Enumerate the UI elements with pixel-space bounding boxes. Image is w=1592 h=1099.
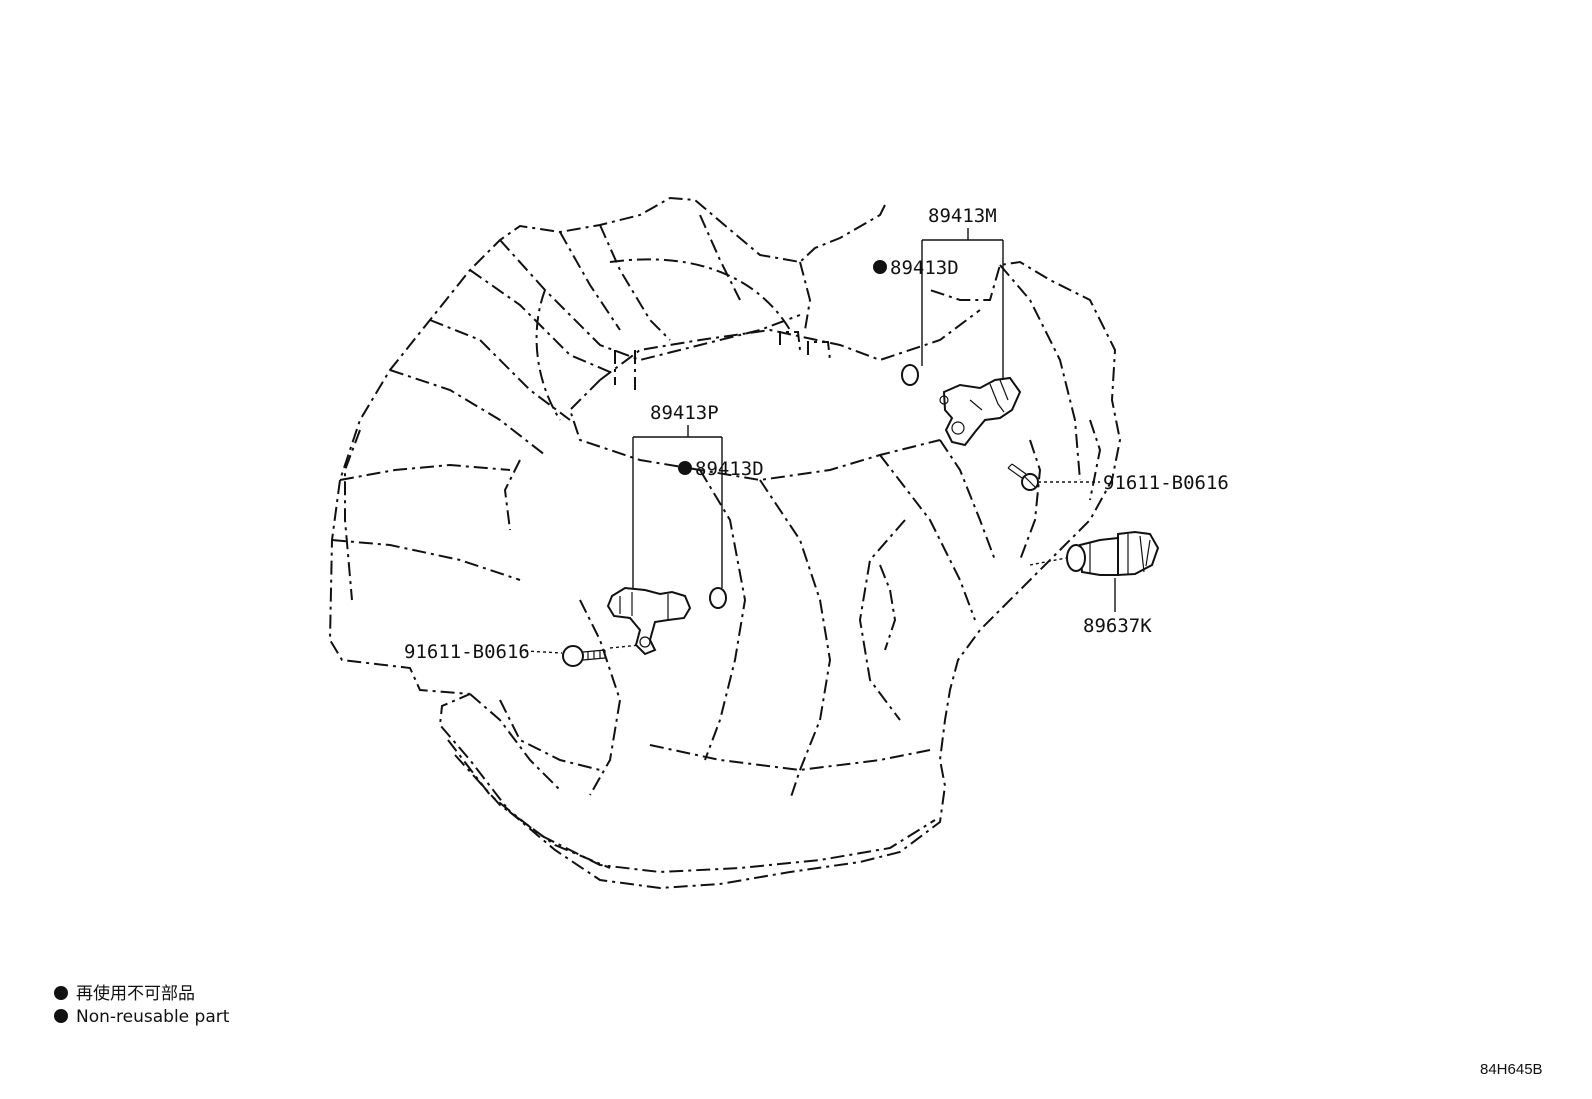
label-89637k: 89637K [1083,615,1152,637]
legend-text-jp: 再使用不可部品 [76,983,195,1004]
o-ring-upper-icon [901,364,919,386]
bolt-left-icon [562,645,606,667]
legend-marker-icon [54,986,68,1000]
label-bolt-right: 91611-B0616 [1103,472,1229,494]
label-89413d-upper: 89413D [890,257,959,279]
label-89413m: 89413M [928,205,997,227]
bolt-right-icon [1007,463,1039,491]
speed-sensor-lower-icon [606,586,692,656]
non-reusable-marker-lower-icon [678,461,692,475]
transmission-housing [328,196,1122,890]
label-89413d-lower: 89413D [695,458,764,480]
o-ring-lower-icon [709,587,727,609]
label-bolt-left: 91611-B0616 [404,641,530,663]
pressure-switch-icon [1066,530,1160,577]
legend-text-en: Non-reusable part [76,1007,230,1027]
leader-lines [524,228,1116,654]
label-89413p: 89413P [650,402,719,424]
figure-code: 84H645B [1480,1061,1543,1078]
speed-sensor-upper-icon [939,376,1022,447]
legend: 再使用不可部品 Non-reusable part [54,983,230,1027]
legend-marker-icon [54,1009,68,1023]
non-reusable-marker-upper-icon [873,260,887,274]
